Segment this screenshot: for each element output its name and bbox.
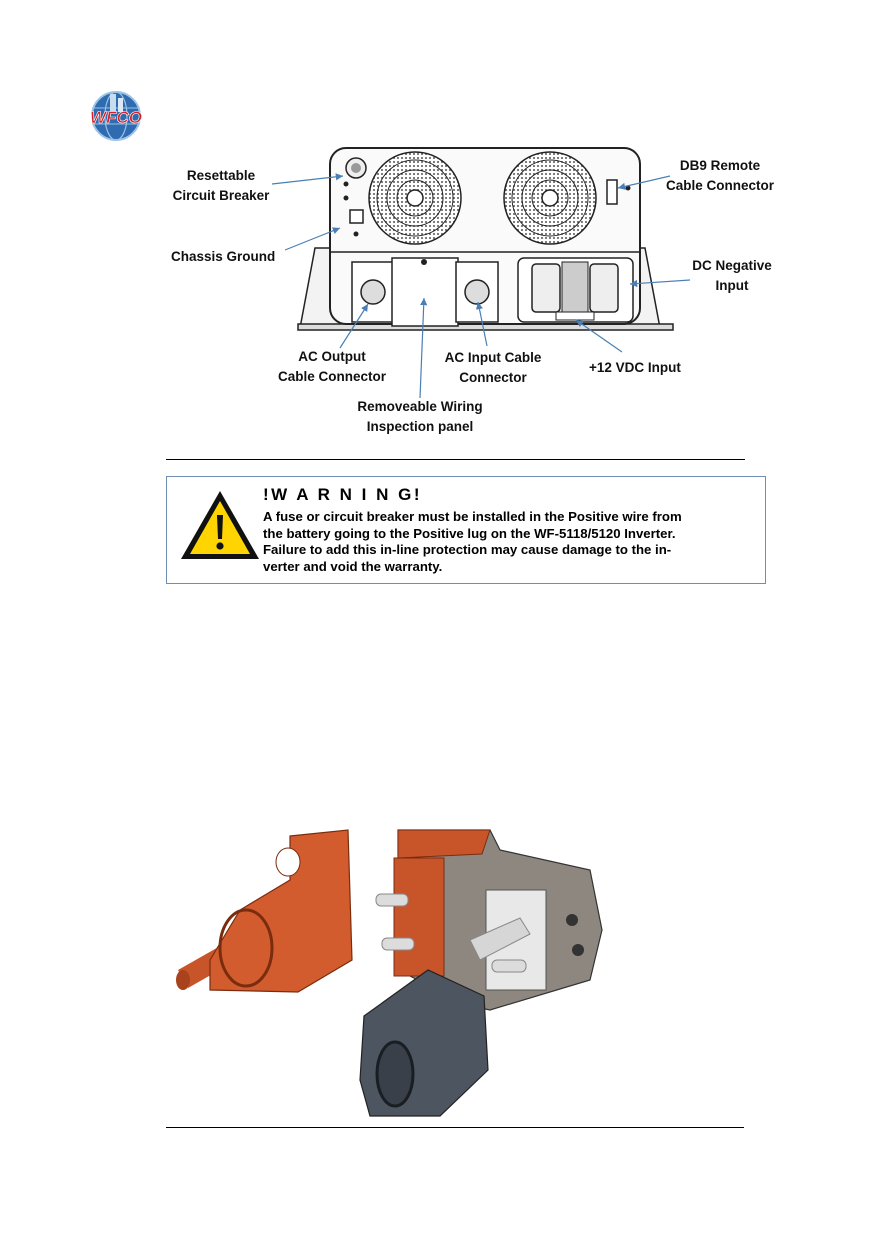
label-db9-remote-cable-connector: DB9 Remote Cable Connector [665,158,774,193]
divider-bottom [166,1127,744,1128]
label-ac-output-cable-connector: AC Output Cable Connector [277,349,386,384]
wfco-logo: WFCO [90,91,142,141]
label-removeable-wiring-panel: Removeable Wiring Inspection panel [357,399,483,434]
inverter-front-panel-diagram [271,147,691,399]
label-chassis-ground: Chassis Ground [171,249,276,264]
warning-title: !W A R N I N G! [263,485,422,504]
logo-text: WFCO [90,108,142,127]
label-resettable-circuit-breaker: Resettable Circuit Breaker [172,168,270,203]
label-dc-negative-input: DC Negative Input [692,258,772,293]
warning-text: A fuse or circuit breaker must be instal… [263,509,682,574]
label-ac-input-cable-connector: AC Input Cable Connector [444,350,542,385]
warning-box: !W A R N I N G! A fuse or circuit breake… [166,476,766,584]
warning-triangle-icon [181,491,259,559]
left-fan [368,151,462,245]
right-fan [503,151,597,245]
divider-top [166,459,745,460]
label-12vdc-input: +12 VDC Input [589,360,681,375]
dc-connector-illustration [176,829,603,1117]
